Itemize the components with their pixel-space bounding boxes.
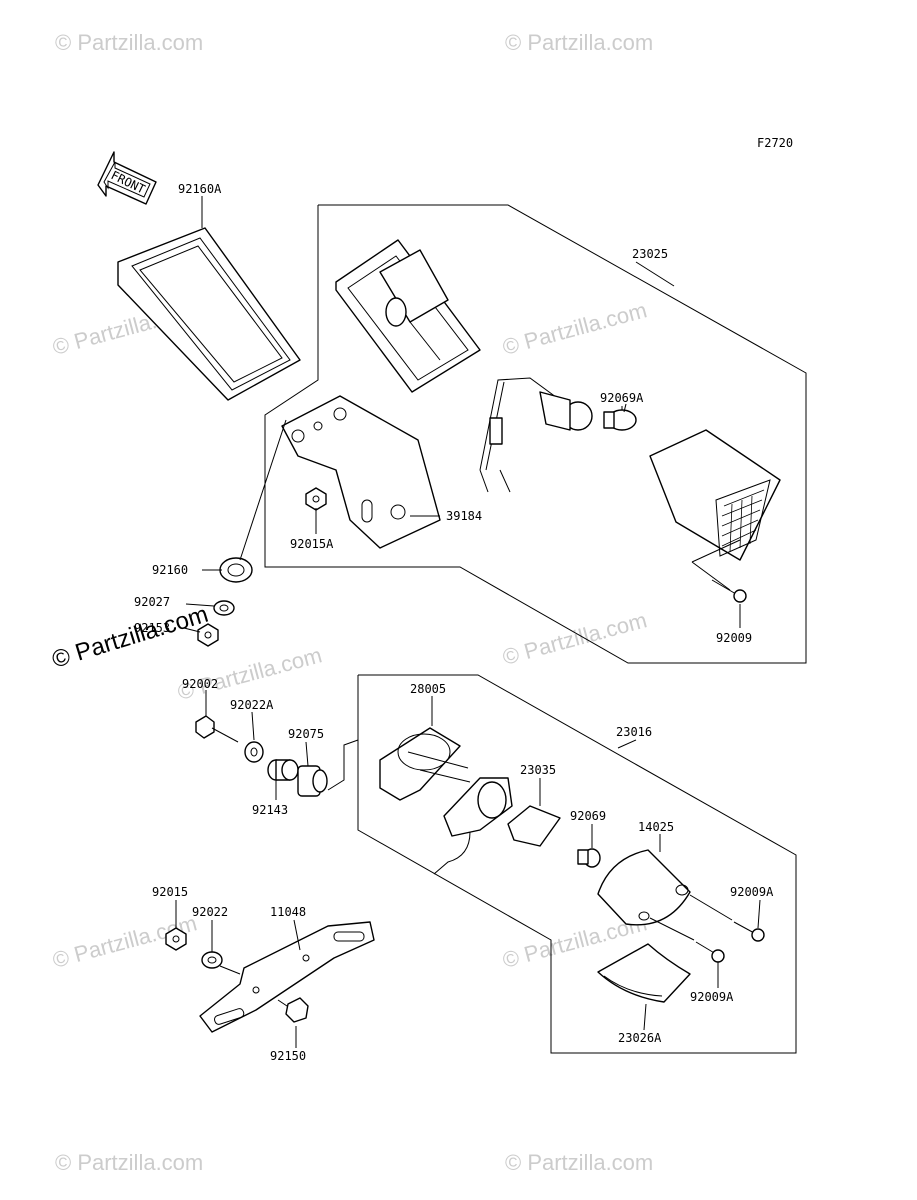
part-label: 39184 (446, 509, 482, 523)
part-label: 92150 (270, 1049, 306, 1063)
part-label: 92160 (152, 563, 188, 577)
part-label: 92009 (716, 631, 752, 645)
part-label: 28005 (410, 682, 446, 696)
part-label: 92069A (600, 391, 644, 405)
part-label: 92075 (288, 727, 324, 741)
part-label: 92160A (178, 182, 222, 196)
watermark: © Partzilla.com (505, 30, 653, 55)
bulb-92069-icon (577, 848, 601, 868)
damper-92075-icon (297, 739, 359, 797)
part-label: 92009A (730, 885, 774, 899)
front-arrow-icon: FRONT (97, 151, 157, 205)
part-label: 92143 (252, 803, 288, 817)
watermark: © Partzilla.com (175, 642, 325, 705)
watermark: © Partzilla.com (500, 297, 650, 360)
bolt-92002-icon (195, 715, 239, 743)
lamp-lens-cover (649, 429, 781, 591)
tail-lamp-housing (335, 239, 481, 393)
license-bracket-11048 (199, 921, 375, 1033)
watermark: © Partzilla.com (500, 607, 650, 670)
part-label: 92069 (570, 809, 606, 823)
watermark: © Partzilla.com (505, 1150, 653, 1175)
part-label: 92022 (192, 905, 228, 919)
socket-23035 (433, 777, 561, 875)
figure-code: F2720 (757, 136, 793, 150)
lamp-base-28005 (379, 727, 471, 801)
part-label: 92015 (152, 885, 188, 899)
grommet-92160-icon (219, 419, 287, 583)
watermark: © Partzilla.com (55, 30, 203, 55)
reflector-lens (117, 196, 301, 401)
screw-92009A-icon (689, 894, 765, 942)
assembly-outline-23025 (264, 204, 807, 664)
washer-92022A-icon (244, 741, 264, 763)
part-label: 11048 (270, 905, 306, 919)
part-label: 92002 (182, 677, 218, 691)
part-label: 92015A (290, 537, 334, 551)
washer-92027-icon (213, 600, 235, 616)
watermark-main: © Partzilla.com (49, 601, 212, 674)
part-label: 92022A (230, 698, 274, 712)
lens-14025 (597, 849, 691, 926)
watermark: © Partzilla.com (55, 1150, 203, 1175)
collar-92143-icon (267, 759, 299, 781)
bolt-92150-icon (277, 997, 309, 1023)
part-label: 23025 (632, 247, 668, 261)
part-label: 92009A (690, 990, 734, 1004)
part-label: 14025 (638, 820, 674, 834)
bulb-92069A-icon (603, 406, 637, 431)
assembly-outline-23016 (357, 674, 797, 1054)
washer-92022-icon (201, 951, 241, 975)
cover-23026A (597, 943, 691, 1003)
nut-92015A-icon (305, 487, 327, 511)
part-label: 23026A (618, 1031, 662, 1045)
part-label: 92153 (134, 621, 170, 635)
part-label: 23035 (520, 763, 556, 777)
part-label: 92027 (134, 595, 170, 609)
part-label: 23016 (616, 725, 652, 739)
screw-92009-icon (711, 579, 747, 603)
socket-wire (479, 377, 593, 493)
nut-92153-icon (197, 623, 219, 647)
leader-lines (175, 261, 761, 1048)
lamp-bracket (281, 395, 441, 549)
